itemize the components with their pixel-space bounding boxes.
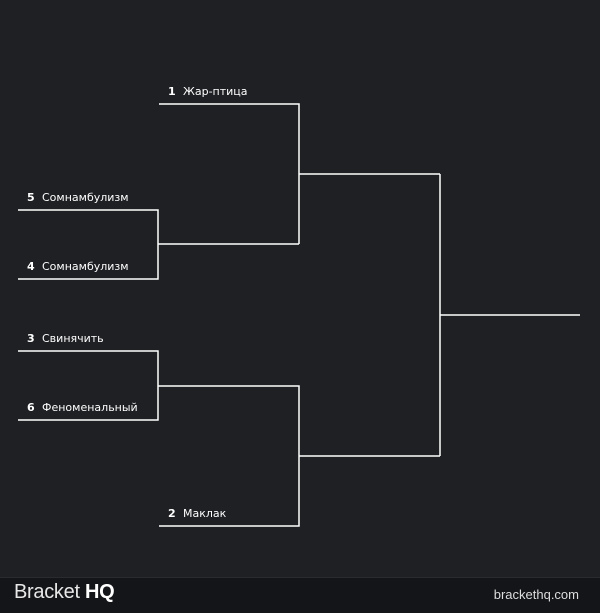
team-slot[interactable]: 3 Свинячить	[27, 332, 104, 346]
brand-logo[interactable]: Bracket HQ	[14, 581, 115, 604]
team-name: Маклак	[183, 507, 227, 520]
match-connector	[158, 385, 300, 527]
team-name: Сомнамбулизм	[42, 191, 129, 204]
seed: 3	[27, 332, 35, 345]
brand-light: Bracket	[14, 581, 85, 603]
team-name: Свинячить	[42, 332, 104, 345]
site-link[interactable]: brackethq.com	[493, 587, 579, 602]
team-slot[interactable]: 2 Маклак	[168, 507, 226, 521]
seed: 2	[168, 507, 176, 520]
footer: Bracket HQ brackethq.com	[0, 577, 600, 613]
team-slot[interactable]: 6 Феноменальный	[27, 401, 138, 415]
seed: 5	[27, 191, 35, 204]
team-slot[interactable]: 4 Сомнамбулизм	[27, 260, 129, 274]
team-name: Жар-птица	[183, 85, 248, 98]
team-slot[interactable]: 1 Жар-птица	[168, 85, 248, 99]
team-name: Феноменальный	[42, 401, 138, 414]
seed: 6	[27, 401, 35, 414]
seed: 1	[168, 85, 176, 98]
seed: 4	[27, 260, 35, 273]
team-name: Сомнамбулизм	[42, 260, 129, 273]
bracket-lines	[18, 103, 580, 527]
team-slot[interactable]: 5 Сомнамбулизм	[27, 191, 129, 205]
brand-bold: HQ	[84, 581, 115, 603]
slot-line-1	[159, 103, 300, 244]
